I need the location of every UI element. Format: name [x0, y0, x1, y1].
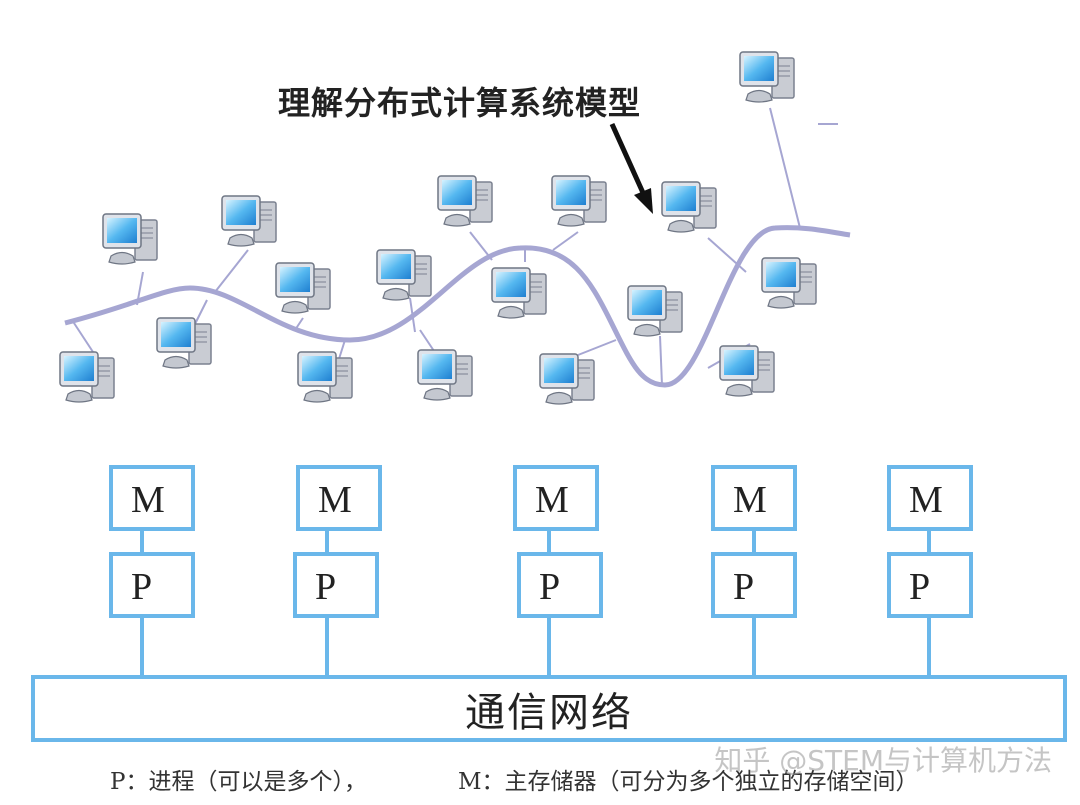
computer-icon: [221, 195, 277, 247]
process-box: P: [109, 552, 195, 618]
memory-box: M: [711, 465, 797, 531]
computer-icon: [437, 175, 493, 227]
process-label: P: [315, 566, 337, 608]
memory-box: M: [513, 465, 599, 531]
computer-icon: [491, 267, 547, 319]
communication-network-box: 通信网络: [31, 675, 1067, 742]
node-connector-line: [752, 531, 756, 552]
node-connector-line: [325, 531, 329, 552]
process-box: P: [517, 552, 603, 618]
computer-icon: [297, 351, 353, 403]
diagram-title: 理解分布式计算系统模型: [278, 84, 642, 122]
legend-memory: M：主存储器（可分为多个独立的存储空间）: [458, 769, 919, 795]
network-connector-line: [325, 618, 329, 675]
computer-icon: [376, 249, 432, 301]
memory-label: M: [733, 479, 767, 521]
network-connector-line: [927, 618, 931, 675]
process-label: P: [539, 566, 561, 608]
process-label: P: [909, 566, 931, 608]
process-label: P: [733, 566, 755, 608]
network-connector-line: [752, 618, 756, 675]
node-connector-line: [140, 531, 144, 552]
memory-label: M: [909, 479, 943, 521]
memory-box: M: [887, 465, 973, 531]
memory-label: M: [318, 479, 352, 521]
computer-icon: [417, 349, 473, 401]
network-connector-line: [547, 618, 551, 675]
process-box: P: [293, 552, 379, 618]
distributed-network-illustration: [59, 51, 851, 405]
memory-box: M: [296, 465, 382, 531]
computer-icon: [59, 351, 115, 403]
network-label: 通信网络: [465, 689, 633, 736]
computer-icon: [102, 213, 158, 265]
legend-process: P：进程（可以是多个），: [110, 769, 367, 795]
watermark: 知乎 @STEM与计算机方法: [714, 744, 1052, 777]
connector-lines: [71, 107, 838, 386]
computer-icon: [627, 285, 683, 337]
computer-icon: [551, 175, 607, 227]
network-backbone-curve: [64, 225, 851, 388]
process-box: P: [887, 552, 973, 618]
computer-icon: [275, 262, 331, 314]
computer-icon: [761, 257, 817, 309]
computer-icon: [739, 51, 795, 103]
node-connector-line: [927, 531, 931, 552]
process-box: P: [711, 552, 797, 618]
memory-box: M: [109, 465, 195, 531]
network-connector-line: [140, 618, 144, 675]
process-label: P: [131, 566, 153, 608]
computer-icon: [661, 181, 717, 233]
computer-icon: [156, 317, 212, 369]
memory-label: M: [535, 479, 569, 521]
memory-label: M: [131, 479, 165, 521]
computer-icon: [719, 345, 775, 397]
node-connector-line: [547, 531, 551, 552]
computer-icon: [539, 353, 595, 405]
arrow-pointer: [609, 122, 653, 214]
